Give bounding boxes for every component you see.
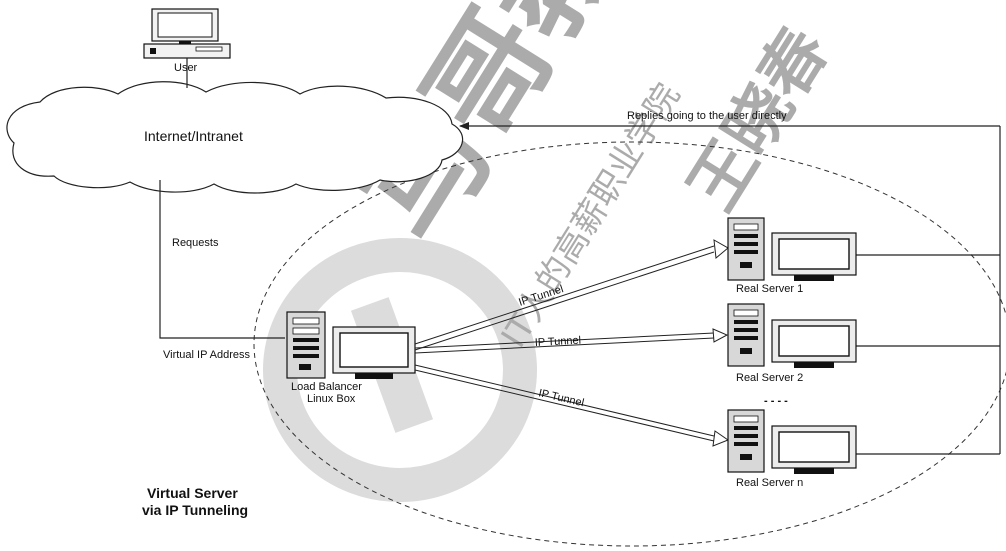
- diagram-title-line2: via IP Tunneling: [142, 502, 248, 518]
- real-server-n-tower-icon: [727, 409, 765, 473]
- user-computer-icon: [143, 8, 231, 59]
- load-balancer-monitor-icon: [332, 326, 416, 379]
- tunnel-to-servern: [414, 364, 730, 447]
- virtual-server-boundary: [253, 141, 1006, 547]
- real-server-1-tower-icon: [727, 217, 765, 281]
- diagram-title-line1: Virtual Server: [147, 485, 238, 501]
- internet-cloud: [6, 81, 464, 194]
- tunnel-label-3: IP Tunnel: [537, 387, 585, 409]
- load-balancer-label-line2: Linux Box: [307, 393, 356, 405]
- replies-label: Replies going to the user directly: [627, 110, 787, 122]
- server-ellipsis: - - - -: [764, 395, 788, 407]
- virtual-ip-label: Virtual IP Address: [163, 349, 251, 361]
- real-server-1-label: Real Server 1: [736, 283, 803, 295]
- user-label: User: [174, 62, 198, 74]
- load-balancer-tower-icon: [286, 311, 326, 379]
- load-balancer-label-line1: Load Balancer: [291, 381, 362, 393]
- real-server-1-monitor-icon: [771, 232, 857, 281]
- real-server-n-monitor-icon: [771, 425, 857, 474]
- tunnel-to-server1: [414, 239, 729, 351]
- requests-label: Requests: [172, 237, 219, 249]
- requests-line: [159, 180, 285, 339]
- real-server-2-monitor-icon: [771, 319, 857, 368]
- tunnel-label-2: IP Tunnel: [535, 335, 582, 349]
- real-server-n-label: Real Server n: [736, 477, 803, 489]
- real-server-2-tower-icon: [727, 303, 765, 367]
- real-server-2-label: Real Server 2: [736, 372, 803, 384]
- tunnel-to-server2: [414, 328, 729, 354]
- cloud-label: Internet/Intranet: [144, 128, 243, 144]
